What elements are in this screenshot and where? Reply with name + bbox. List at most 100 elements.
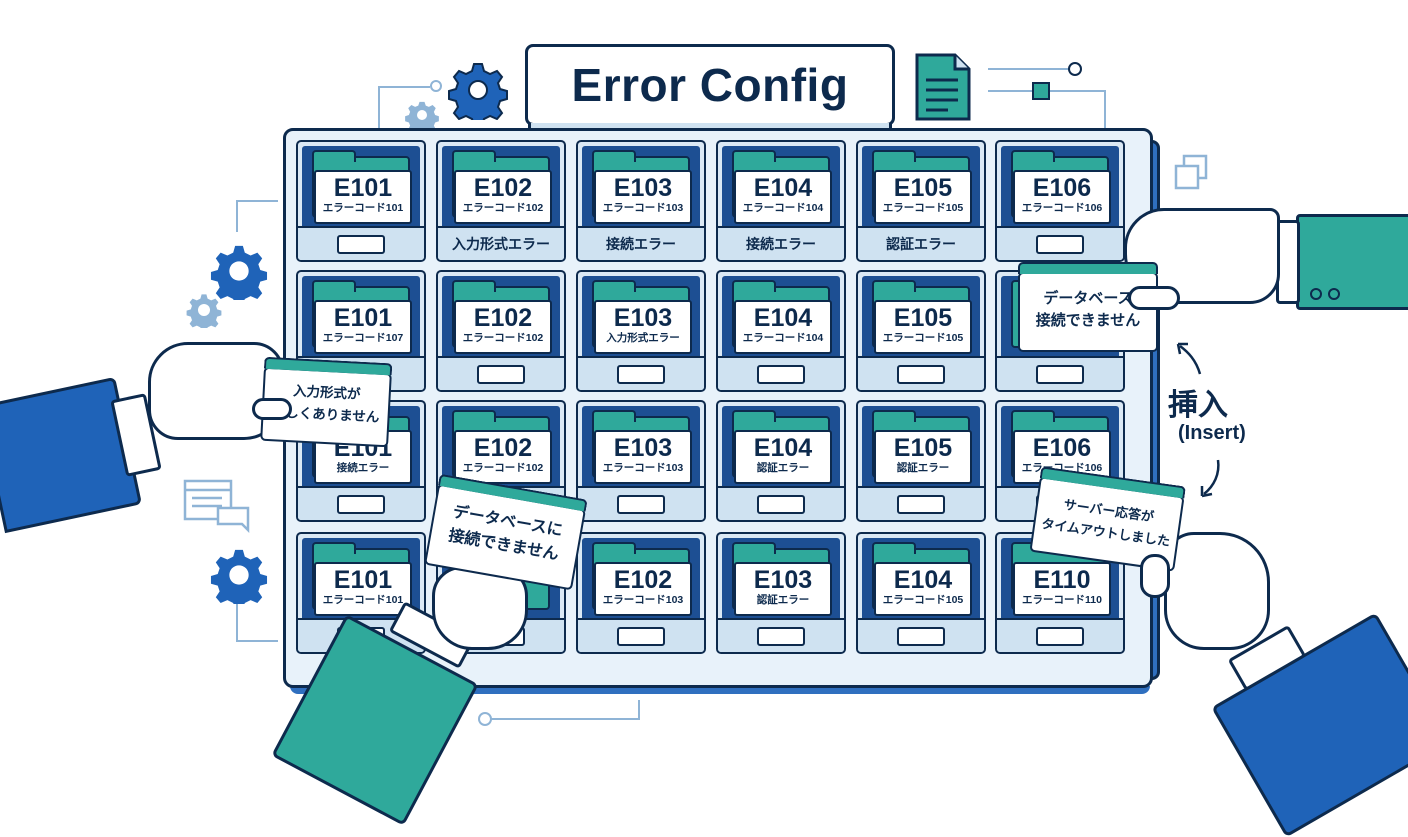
drawer-handle[interactable]	[337, 494, 385, 514]
drawer-handle[interactable]	[617, 494, 665, 514]
error-code: E103	[613, 434, 673, 462]
card-tab	[1018, 262, 1158, 274]
drawer-handle[interactable]	[337, 234, 385, 254]
drawer-label: 接続エラー	[606, 236, 676, 252]
chat-window-icon	[183, 479, 250, 534]
drawer-label: 入力形式エラー	[452, 236, 550, 252]
cabinet-base	[290, 686, 1150, 694]
drawer-handle[interactable]	[617, 364, 665, 384]
drawer-front: 入力形式エラー	[438, 226, 564, 260]
error-description: エラーコード106	[1021, 202, 1103, 214]
connector-line	[236, 600, 278, 642]
arrow-icon	[1200, 459, 1220, 498]
error-description: エラーコード101	[322, 202, 404, 214]
error-code: E103	[753, 566, 813, 594]
drawer-front	[858, 486, 984, 520]
drawer-front	[858, 618, 984, 652]
error-card-db-connection[interactable]: データベース 接続できません	[1018, 262, 1158, 352]
thumb	[1140, 554, 1170, 598]
error-description: 認証エラー	[756, 594, 810, 606]
error-code: E106	[1032, 174, 1092, 202]
error-code: E104	[753, 304, 813, 332]
insert-label: 挿入	[1168, 389, 1228, 422]
drawer-handle[interactable]	[477, 364, 525, 384]
error-code: E110	[1033, 566, 1091, 594]
error-code: E102	[473, 304, 533, 332]
drawer-handle[interactable]	[757, 364, 805, 384]
connector-line	[988, 68, 1070, 72]
drawer-handle[interactable]	[757, 494, 805, 514]
node-square	[1032, 82, 1050, 100]
error-code: E101	[333, 566, 393, 594]
drawer-front	[718, 486, 844, 520]
error-description: 接続エラー	[336, 462, 390, 474]
drawer-handle[interactable]	[1036, 364, 1084, 384]
drawer-handle[interactable]	[757, 626, 805, 646]
drawer-handle[interactable]	[617, 626, 665, 646]
drawer-front	[578, 618, 704, 652]
node-dot	[478, 712, 492, 726]
node-dot	[430, 80, 442, 92]
connector-line	[378, 86, 430, 128]
gear-icon	[448, 63, 508, 120]
drawer-handle[interactable]	[1036, 234, 1084, 254]
error-code: E106	[1032, 434, 1092, 462]
drawer-front	[997, 226, 1123, 260]
error-description: エラーコード101	[322, 594, 404, 606]
button-dot	[1328, 288, 1340, 300]
error-code: E105	[893, 304, 953, 332]
drawer-handle[interactable]	[897, 626, 945, 646]
gear-icon	[405, 101, 439, 130]
drawer-handle[interactable]	[1036, 626, 1084, 646]
card-line: データベース	[1043, 290, 1133, 307]
gear-icon	[186, 294, 222, 328]
button-dot	[1310, 288, 1322, 300]
error-code: E101	[333, 304, 393, 332]
gear-icon	[210, 245, 268, 300]
drawer-front	[438, 356, 564, 390]
error-description: エラーコード102	[462, 462, 544, 474]
page-title: Error Config	[571, 59, 849, 111]
drawer-front: 認証エラー	[858, 226, 984, 260]
drawer-handle[interactable]	[897, 494, 945, 514]
drawer-handle[interactable]	[897, 364, 945, 384]
title-box: Error Config	[525, 44, 895, 133]
error-code: E102	[613, 566, 673, 594]
copy-icon	[1174, 154, 1208, 190]
error-description: エラーコード105	[882, 202, 964, 214]
drawer-front: 接続エラー	[718, 226, 844, 260]
drawer-front	[858, 356, 984, 390]
drawer-front	[578, 356, 704, 390]
document-icon	[915, 53, 971, 121]
drawer-label: 認証エラー	[886, 236, 956, 252]
thumb	[1128, 286, 1180, 310]
error-description: エラーコード105	[882, 594, 964, 606]
error-description: エラーコード103	[602, 462, 684, 474]
arrow-icon	[1176, 342, 1202, 375]
